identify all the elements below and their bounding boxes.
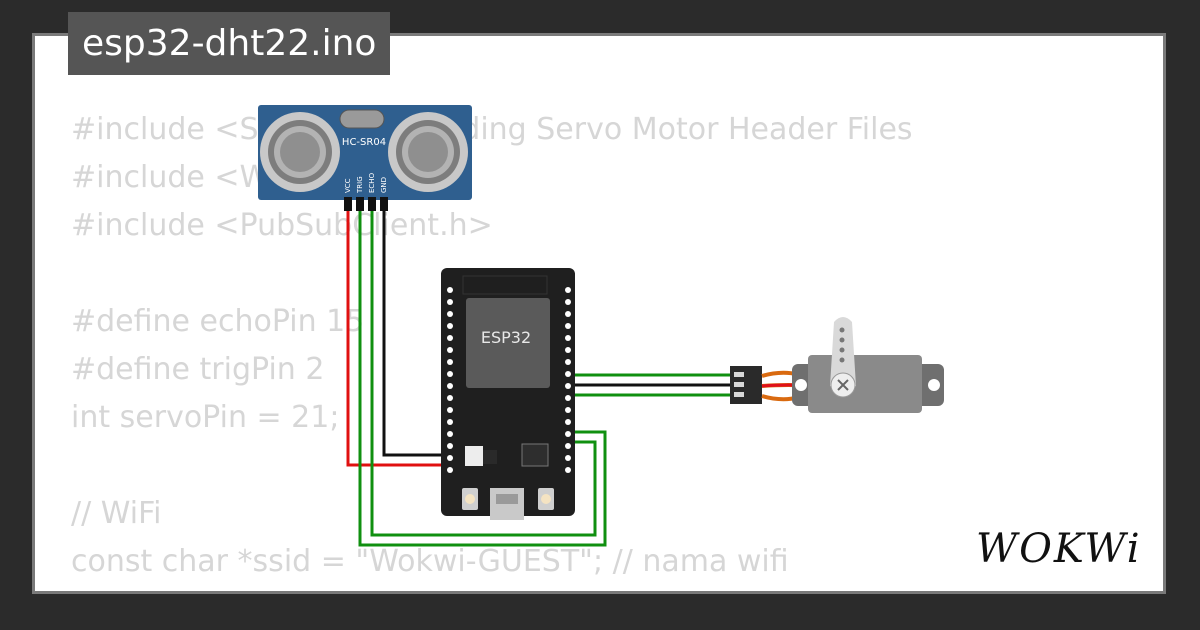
code-line: #include <PubSubClient.h> [71,208,493,243]
esp32-pins-right [565,287,571,473]
ultrasonic-sensor[interactable]: HC-SR04 VCC TRIG ECHO GND [258,105,472,211]
transducer-left [260,112,340,192]
code-line: // WiFi [71,496,162,531]
code-line: int servoPin = 21; [71,400,340,435]
preview-card: #include <Servo.h> //Loading Servo Motor… [32,33,1166,594]
esp32-pins-left [447,287,453,473]
esp32-board[interactable]: ESP32 [441,268,575,520]
reset-button[interactable] [538,488,554,510]
pin-label-gnd: GND [380,177,388,193]
code-line: const char *ssid = "Wokwi-GUEST"; // nam… [71,544,789,579]
transducer-right [388,112,468,192]
usb-chip [521,443,549,467]
pin-label-trig: TRIG [356,176,364,194]
pin-label-vcc: VCC [344,178,352,193]
boot-button[interactable] [462,488,478,510]
wire-gnd [382,210,450,457]
sensor-label: HC-SR04 [342,137,386,148]
project-title: esp32-dht22.ino [68,12,391,75]
wires [346,210,735,547]
wokwi-logo: WOKWi [976,526,1142,572]
servo-motor[interactable] [730,317,944,413]
wire-echo [370,210,597,537]
code-line: #define echoPin 15 [71,304,365,339]
sensor-header-pins [344,197,388,211]
servo-horn [830,317,856,391]
code-line: #define trigPin 2 [71,352,325,387]
regulator-chip [465,446,483,466]
mcu-label: ESP32 [481,328,531,347]
pin-label-echo: ECHO [368,172,376,193]
wire-trig [358,210,607,547]
